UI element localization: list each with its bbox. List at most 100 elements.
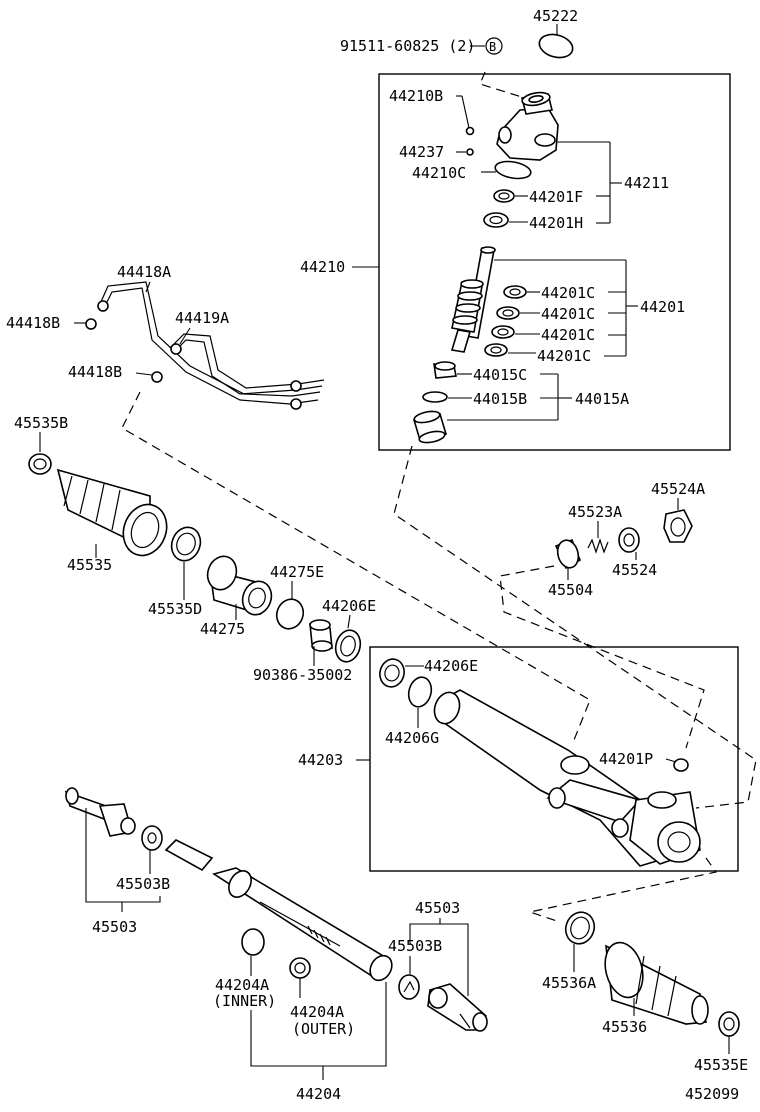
label-44015B: 44015B (473, 390, 527, 408)
label-44210C: 44210C (412, 164, 466, 182)
rack-end-sleeve (164, 839, 214, 872)
leader-44210B-b (461, 95, 470, 129)
reference-number: 452099 (685, 1085, 739, 1103)
label-44418B-1: 44418B (6, 314, 60, 332)
label-44206E-1: 44206E (322, 597, 376, 615)
nut-44418B-2 (151, 371, 163, 383)
label-44203: 44203 (298, 751, 343, 769)
spring-45523A (587, 538, 609, 554)
lock-nut-45524A (663, 509, 693, 543)
leader-44206E-1 (347, 614, 351, 629)
label-44275E: 44275E (270, 563, 324, 581)
control-valve-group-box (378, 73, 731, 451)
label-44210: 44210 (300, 258, 345, 276)
label-45536: 45536 (602, 1018, 647, 1036)
rack-housing-44203 (433, 689, 701, 867)
label-44204A-inner: 44204A (215, 976, 269, 994)
label-44204A-outer: 44204A (290, 1003, 344, 1021)
label-44418A: 44418A (117, 263, 171, 281)
steering-rack-44204 (212, 867, 393, 982)
plug-44201P (673, 758, 689, 772)
seal-44201C-1 (503, 285, 527, 299)
o-ring-44206G (407, 676, 433, 708)
label-44201C-4: 44201C (537, 347, 591, 365)
bracket-44204 (250, 982, 387, 1067)
valve-housing-44211 (496, 91, 559, 161)
bracket-45503-left (85, 808, 161, 903)
label-44015A: 44015A (575, 390, 629, 408)
label-44206E-2: 44206E (424, 657, 478, 675)
rack-housing-group-box (369, 646, 739, 872)
label-inner: (INNER) (213, 992, 276, 1010)
yoke-45504 (554, 538, 582, 570)
label-45504: 45504 (548, 581, 593, 599)
clamp-45536A (564, 911, 596, 945)
rack-boot-45535 (56, 468, 168, 557)
label-44201C-2: 44201C (541, 305, 595, 323)
label-44418B-2: 44418B (68, 363, 122, 381)
label-44201F: 44201F (529, 188, 583, 206)
clamp-45535B-top (28, 453, 52, 475)
seal-44201F-inner (498, 192, 510, 200)
nut-44418B-1 (85, 318, 97, 330)
seal-44206E-2 (379, 658, 405, 688)
bolt-b-letter: B (489, 40, 496, 54)
o-ring-44015B (422, 391, 448, 403)
label-44204: 44204 (296, 1085, 341, 1103)
seal-44201C-1-inner (509, 288, 521, 296)
o-ring-44275E (275, 598, 305, 630)
seal-44201C-2-inner (502, 309, 514, 317)
label-91511: 91511-60825 (2) (340, 37, 475, 55)
seal-44201H (483, 212, 509, 228)
label-45503B-left: 45503B (116, 875, 170, 893)
label-45222: 45222 (533, 7, 578, 25)
label-44237: 44237 (399, 143, 444, 161)
clamp-45535E (718, 1011, 740, 1037)
label-44210B: 44210B (389, 87, 443, 105)
plug-45524 (618, 527, 640, 553)
leader-44418B-2 (135, 372, 153, 376)
label-44201P: 44201P (599, 750, 653, 768)
label-45535D: 45535D (148, 600, 202, 618)
pin-44210B (465, 126, 475, 136)
washer-45503B-right (398, 974, 420, 1000)
seal-44201C-2 (496, 306, 520, 320)
leader-44419A (179, 327, 191, 345)
label-44275: 44275 (200, 620, 245, 638)
dash-right-boot (527, 857, 718, 923)
tie-rod-end-45503-right (427, 983, 488, 1032)
dust-cover-45222 (538, 33, 574, 59)
label-45503-right: 45503 (415, 899, 460, 917)
label-44201: 44201 (640, 298, 685, 316)
label-44201H: 44201H (529, 214, 583, 232)
leader-44418A (145, 281, 151, 293)
label-45535E: 45535E (694, 1056, 748, 1074)
rack-boot-45536 (604, 941, 709, 1025)
label-44201C-3: 44201C (541, 326, 595, 344)
dash-yoke-group (499, 565, 705, 749)
label-44201C-1: 44201C (541, 284, 595, 302)
ring-44015C-top (434, 361, 456, 371)
label-44211: 44211 (624, 174, 669, 192)
label-44015C: 44015C (473, 366, 527, 384)
label-45535: 45535 (67, 556, 112, 574)
bracket-45503-right (409, 923, 469, 996)
dash-plug-to-yoke (393, 445, 757, 809)
label-45503-left: 45503 (92, 918, 137, 936)
pressure-tubes-44418A-44419A (97, 281, 325, 410)
clamp-45535D (170, 526, 202, 562)
seal-44201C-4-inner (490, 346, 502, 354)
valve-shaft (450, 246, 496, 353)
label-45535B-top: 45535B (14, 414, 68, 432)
bushing-44204A-outer (289, 957, 311, 979)
bolt-b-marker (485, 37, 503, 55)
seal-44201F (493, 189, 515, 203)
o-ring-44210C (494, 160, 532, 180)
label-44206G: 44206G (385, 729, 439, 747)
label-45523A: 45523A (568, 503, 622, 521)
label-outer: (OUTER) (292, 1020, 355, 1038)
rack-bushing-44275 (206, 555, 273, 616)
seal-44201H-inner (489, 215, 503, 225)
label-45503B-right: 45503B (388, 937, 442, 955)
